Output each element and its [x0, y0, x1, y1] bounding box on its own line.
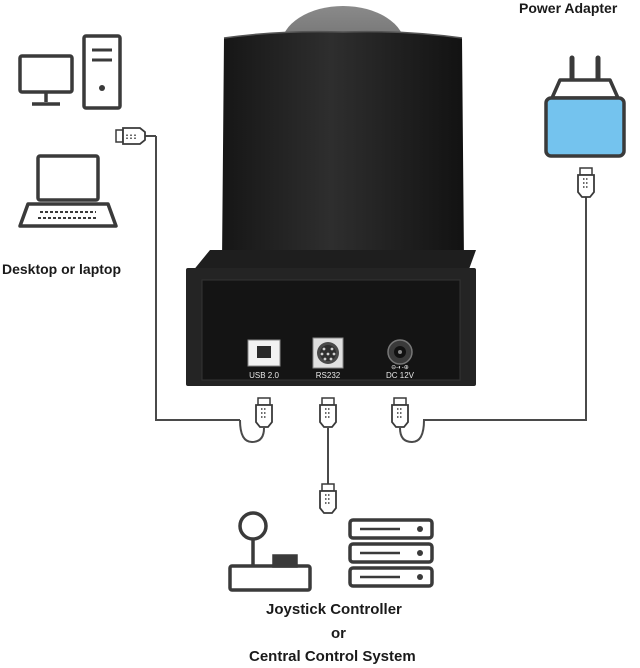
server-rack-icon	[348, 518, 434, 588]
dc-port: DC 12V ⊖-◐-⊕	[386, 339, 415, 380]
usb-port-label: USB 2.0	[249, 371, 279, 380]
camera-base-lid	[192, 250, 476, 272]
power-adapter-icon	[544, 55, 626, 158]
computer-label: Desktop or laptop	[2, 261, 122, 277]
usb-port: USB 2.0	[247, 339, 281, 380]
adapter-plug-icon	[577, 167, 595, 198]
dc-cable	[399, 196, 587, 444]
usb-plug-icon	[255, 397, 273, 428]
laptop-icon	[18, 154, 118, 228]
rs232-plug-icon	[319, 397, 337, 428]
tower-pc-icon	[82, 34, 122, 110]
usb-cable	[155, 136, 240, 421]
camera-upper-body	[222, 31, 464, 262]
rs232-port: RS232	[312, 337, 344, 380]
usb-cable-loop	[239, 419, 265, 444]
dc-port-label: DC 12V	[386, 371, 415, 380]
dc-polarity-icon: ⊖-◐-⊕	[391, 365, 409, 371]
controller-label-line3: Central Control System	[249, 648, 416, 665]
computer-plug-icon	[115, 127, 146, 145]
rs232-port-label: RS232	[316, 371, 341, 380]
controller-label-line1: Joystick Controller	[266, 601, 402, 618]
desktop-monitor-icon	[18, 54, 74, 106]
controller-label-line2: or	[331, 625, 346, 642]
joystick-icon	[228, 511, 312, 592]
dc-plug-icon	[391, 397, 409, 428]
power-adapter-label: Power Adapter	[519, 0, 618, 16]
controller-plug-icon	[319, 483, 337, 514]
